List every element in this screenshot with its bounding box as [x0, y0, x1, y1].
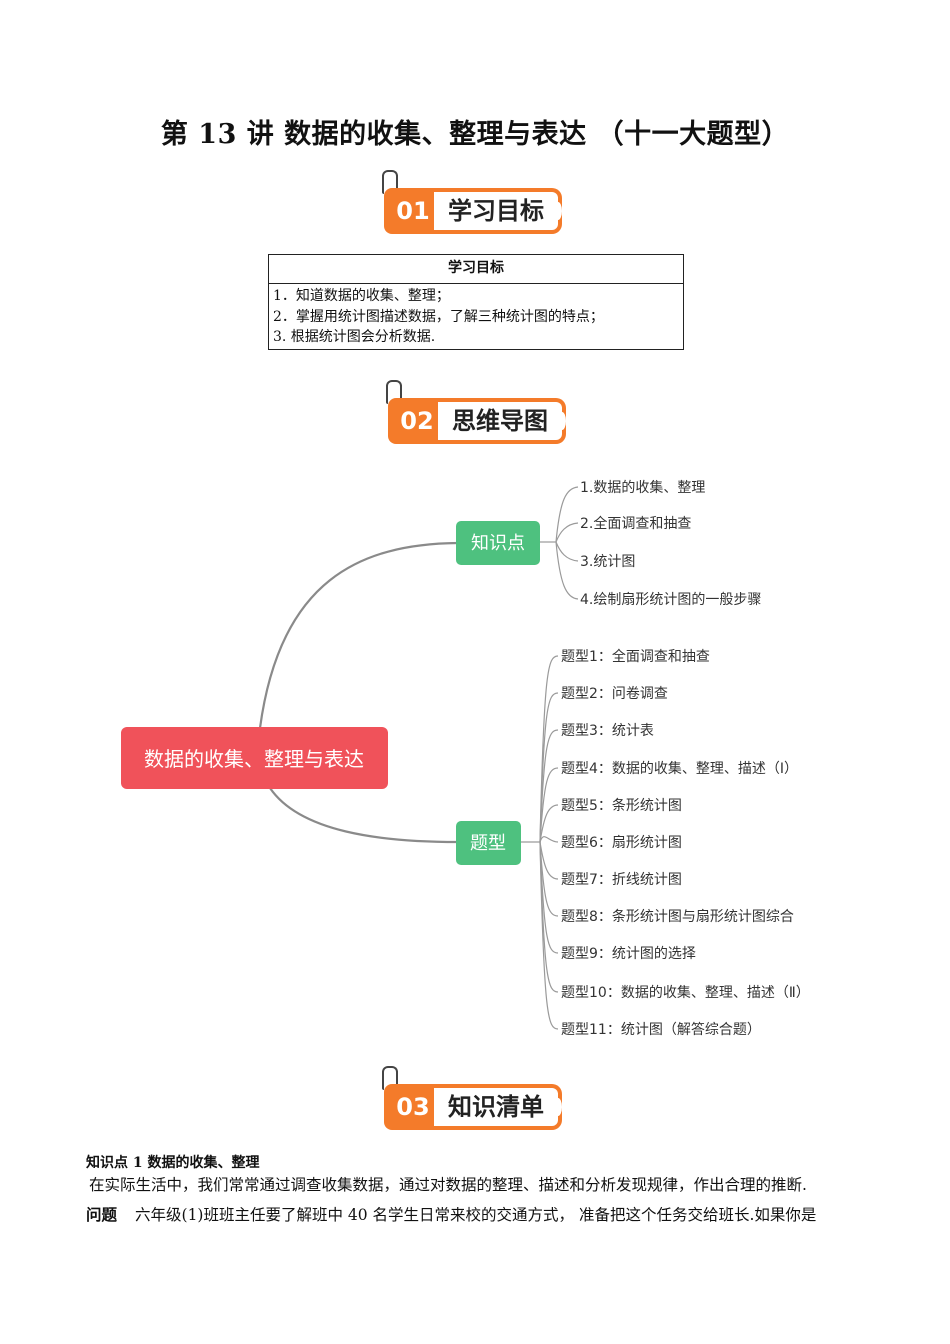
clip-icon — [382, 170, 398, 194]
question-type-item: 题型6：扇形统计图 — [561, 835, 682, 851]
knowledge-item: 4.绘制扇形统计图的一般步骤 — [580, 592, 761, 608]
question-label: 问题 — [86, 1205, 118, 1224]
goals-table-header: 学习目标 — [269, 255, 683, 284]
section-banner-mindmap: 02 思维导图 — [386, 380, 578, 446]
section-number: 02 — [388, 398, 446, 444]
knowledge-item: 3.统计图 — [580, 554, 635, 570]
connector-line — [539, 841, 559, 1030]
goal-item: 1．知道数据的收集、整理； — [273, 288, 450, 304]
goal-item: 2．掌握用统计图描述数据，了解三种统计图的特点； — [273, 308, 604, 325]
question-type-item: 题型3：统计表 — [561, 723, 654, 739]
connector-line — [539, 841, 559, 993]
knowledge-item: 2.全面调查和抽查 — [580, 515, 691, 532]
knowledge-paragraph: 在实际生活中，我们常常通过调查收集数据，通过对数据的整理、描述和分析发现规律，作… — [89, 1176, 807, 1194]
connector-line — [539, 767, 559, 843]
connector-line — [539, 729, 559, 843]
section-number: 01 — [384, 188, 442, 234]
question-type-item: 题型4：数据的收集、整理、描述（Ⅰ） — [561, 760, 798, 777]
section-label: 学习目标 — [434, 188, 562, 234]
connector-line — [539, 841, 559, 880]
question-type-item: 题型11：统计图（解答综合题） — [561, 1021, 761, 1038]
question-type-item: 题型7：折线统计图 — [561, 872, 682, 888]
goals-table: 学习目标 1．知道数据的收集、整理； 2．掌握用统计图描述数据，了解三种统计图的… — [268, 254, 684, 350]
branch-node-label: 知识点 — [471, 533, 525, 554]
question-type-item: 题型1：全面调查和抽查 — [561, 648, 710, 665]
branch-node-question-types — [456, 821, 521, 865]
connector-line — [539, 692, 559, 843]
mind-map: 数据的收集、整理与表达 知识点 题型 1.数据的收集、整理 2.全面调查和抽查 … — [121, 479, 810, 1038]
branch-node-knowledge — [456, 521, 540, 565]
section-label: 思维导图 — [438, 398, 566, 444]
question-text: 六年级(1)班班主任要了解班中 40 名学生日常来校的交通方式， 准备把这个任务… — [135, 1206, 817, 1224]
question-type-item: 题型2：问卷调查 — [561, 686, 668, 702]
section-label: 知识清单 — [434, 1084, 562, 1130]
root-node — [121, 727, 388, 789]
question-type-item: 题型5：条形统计图 — [561, 797, 682, 814]
knowledge-point-title: 知识点 1 数据的收集、整理 — [86, 1155, 260, 1171]
clip-icon — [382, 1066, 398, 1090]
question-paragraph: 问题六年级(1)班班主任要了解班中 40 名学生日常来校的交通方式， 准备把这个… — [86, 1203, 876, 1225]
section-banner-goals: 01 学习目标 — [382, 170, 574, 236]
knowledge-item: 1.数据的收集、整理 — [580, 479, 705, 496]
page-title: 第 13 讲 数据的收集、整理与表达 （十一大题型） — [160, 119, 790, 150]
clip-icon — [386, 380, 402, 404]
question-type-item: 题型8：条形统计图与扇形统计图综合 — [561, 908, 794, 925]
connector-line — [539, 836, 559, 843]
branch-node-label: 题型 — [470, 833, 506, 854]
question-type-item: 题型9：统计图的选择 — [561, 946, 696, 962]
section-number: 03 — [384, 1084, 442, 1130]
goal-item: 3. 根据统计图会分析数据. — [273, 329, 436, 345]
root-node-label: 数据的收集、整理与表达 — [144, 747, 364, 771]
section-banner-knowledge: 03 知识清单 — [382, 1066, 574, 1132]
connector-line — [539, 804, 559, 843]
question-type-item: 题型10：数据的收集、整理、描述（Ⅱ） — [561, 984, 810, 1001]
